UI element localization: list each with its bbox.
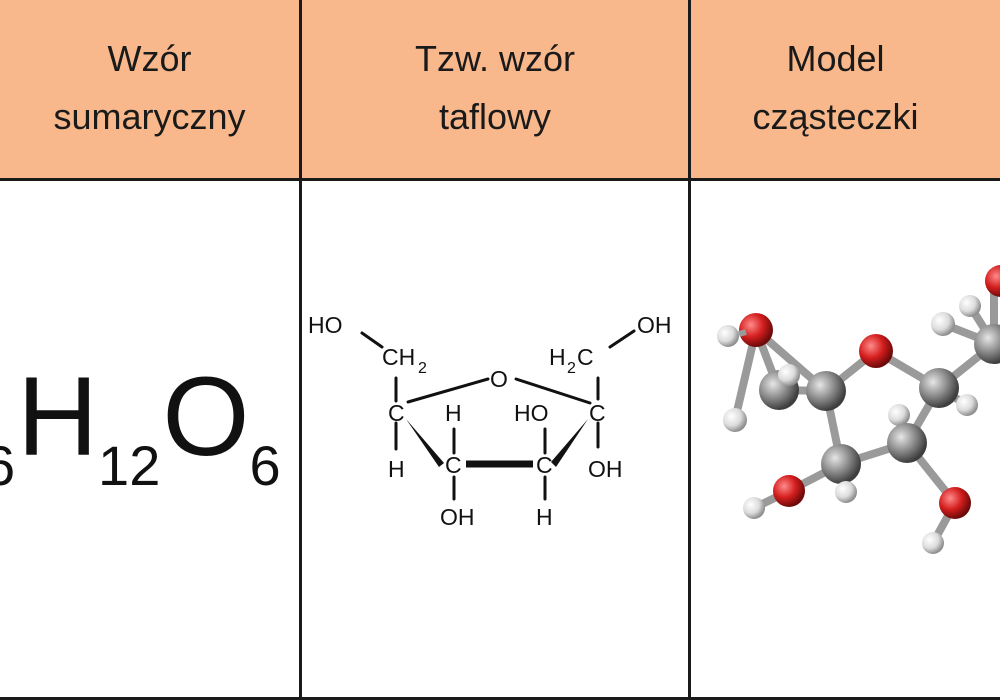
label-h-bottom: H <box>536 504 553 530</box>
label-h-left-lower: H <box>388 456 405 482</box>
label-oh-right-lower: OH <box>588 456 623 482</box>
label-c-bottom-right: C <box>536 452 553 478</box>
hydrogen-atom <box>723 408 747 432</box>
header-line: Wzór <box>107 38 192 79</box>
oxygen-atom <box>985 265 1000 297</box>
label-ring-oxygen: O <box>490 366 508 392</box>
header-line: cząsteczki <box>752 96 919 137</box>
hydrogen-atom <box>717 325 739 347</box>
molecule-model-cell <box>691 181 1000 700</box>
hydrogen-atom <box>778 364 800 386</box>
ball-and-stick-model <box>717 265 1000 554</box>
carbon-atom <box>821 444 861 484</box>
label-h2c-h: H <box>549 344 566 370</box>
formula-h: H <box>17 354 98 479</box>
formula-c-subscript: 6 <box>0 434 15 497</box>
carbon-atom <box>919 368 959 408</box>
hydrogen-atom <box>835 481 857 503</box>
label-ch-left-subscript: 2 <box>418 360 427 377</box>
header-summary-formula: Wzór sumaryczny <box>0 0 302 181</box>
carbon-atom <box>806 371 846 411</box>
formula-h-subscript: 12 <box>98 434 161 497</box>
label-c-right: C <box>589 400 606 426</box>
formula-o: O <box>162 354 249 479</box>
header-molecule-model: Model cząsteczki <box>691 0 1000 181</box>
ring-oxygen-atom <box>859 334 893 368</box>
header-line: Model <box>786 38 885 79</box>
molecular-formula: 6H12O6 <box>0 361 283 498</box>
label-ch-left: CH <box>382 344 415 370</box>
label-oh-right: OH <box>637 312 672 338</box>
header-haworth-formula: Tzw. wzór taflowy <box>302 0 691 181</box>
carbon-atom <box>974 324 1000 364</box>
haworth-structure: HO CH 2 O H 2 C OH C H H C OH C H HO C O… <box>308 312 672 530</box>
label-h-inner-left: H <box>445 400 462 426</box>
label-h2c-subscript: 2 <box>567 360 576 377</box>
label-ho-left: HO <box>308 312 343 338</box>
haworth-formula-cell: HO CH 2 O H 2 C OH C H H C OH C H HO C O… <box>302 181 691 700</box>
header-line: Tzw. wzór <box>414 38 575 79</box>
hydrogen-atom <box>931 312 955 336</box>
hydrogen-atom <box>743 497 765 519</box>
oxygen-atom <box>739 313 773 347</box>
hydrogen-atom <box>922 532 944 554</box>
header-line: taflowy <box>438 96 552 137</box>
formula-o-subscript: 6 <box>249 434 281 497</box>
hydrogen-atom <box>888 404 910 426</box>
oxygen-atom <box>773 475 805 507</box>
label-h2c-c: C <box>577 344 594 370</box>
label-ho-inner-right: HO <box>514 400 549 426</box>
label-c-left: C <box>388 400 405 426</box>
hydrogen-atom <box>956 394 978 416</box>
label-c-bottom-left: C <box>445 452 462 478</box>
label-oh-bottom: OH <box>440 504 475 530</box>
carbon-atom <box>887 423 927 463</box>
summary-formula-cell: 6H12O6 <box>0 181 302 700</box>
oxygen-atom <box>939 487 971 519</box>
header-line: sumaryczny <box>53 96 246 137</box>
hydrogen-atom <box>959 295 981 317</box>
